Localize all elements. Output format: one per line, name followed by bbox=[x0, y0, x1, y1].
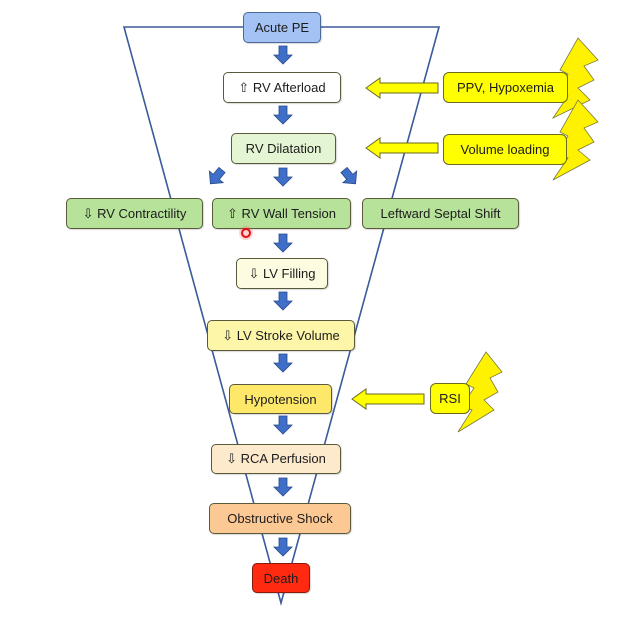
cursor-ring bbox=[241, 228, 251, 238]
trigger-rsi: RSI bbox=[430, 383, 470, 414]
node-lv-filling: ⇩ LV Filling bbox=[236, 258, 328, 289]
node-death: Death bbox=[252, 563, 310, 593]
trigger-arrow-rsi bbox=[351, 388, 425, 410]
node-obstructive-shock: Obstructive Shock bbox=[209, 503, 351, 534]
arrow-diag-right bbox=[340, 166, 358, 185]
lightning-bolt-icon bbox=[457, 351, 503, 433]
trigger-volume-loading: Volume loading bbox=[443, 134, 567, 165]
node-rca-perfusion: ⇩ RCA Perfusion bbox=[211, 444, 341, 474]
trigger-arrow-ppv bbox=[365, 77, 439, 99]
trigger-ppv-hypoxemia: PPV, Hypoxemia bbox=[443, 72, 568, 103]
node-rv-contractility: ⇩ RV Contractility bbox=[66, 198, 203, 229]
node-rv-afterload: ⇧ RV Afterload bbox=[223, 72, 341, 103]
node-rv-wall-tension: ⇧ RV Wall Tension bbox=[212, 198, 351, 229]
node-lv-stroke-volume: ⇩ LV Stroke Volume bbox=[207, 320, 355, 351]
node-acute-pe: Acute PE bbox=[243, 12, 321, 43]
node-hypotension: Hypotension bbox=[229, 384, 332, 414]
arrow-diag-left bbox=[208, 166, 226, 185]
trigger-arrow-volume bbox=[365, 137, 439, 159]
lightning-bolt-icon bbox=[552, 99, 599, 181]
node-rv-dilatation: RV Dilatation bbox=[231, 133, 336, 164]
node-leftward-septal-shift: Leftward Septal Shift bbox=[362, 198, 519, 229]
